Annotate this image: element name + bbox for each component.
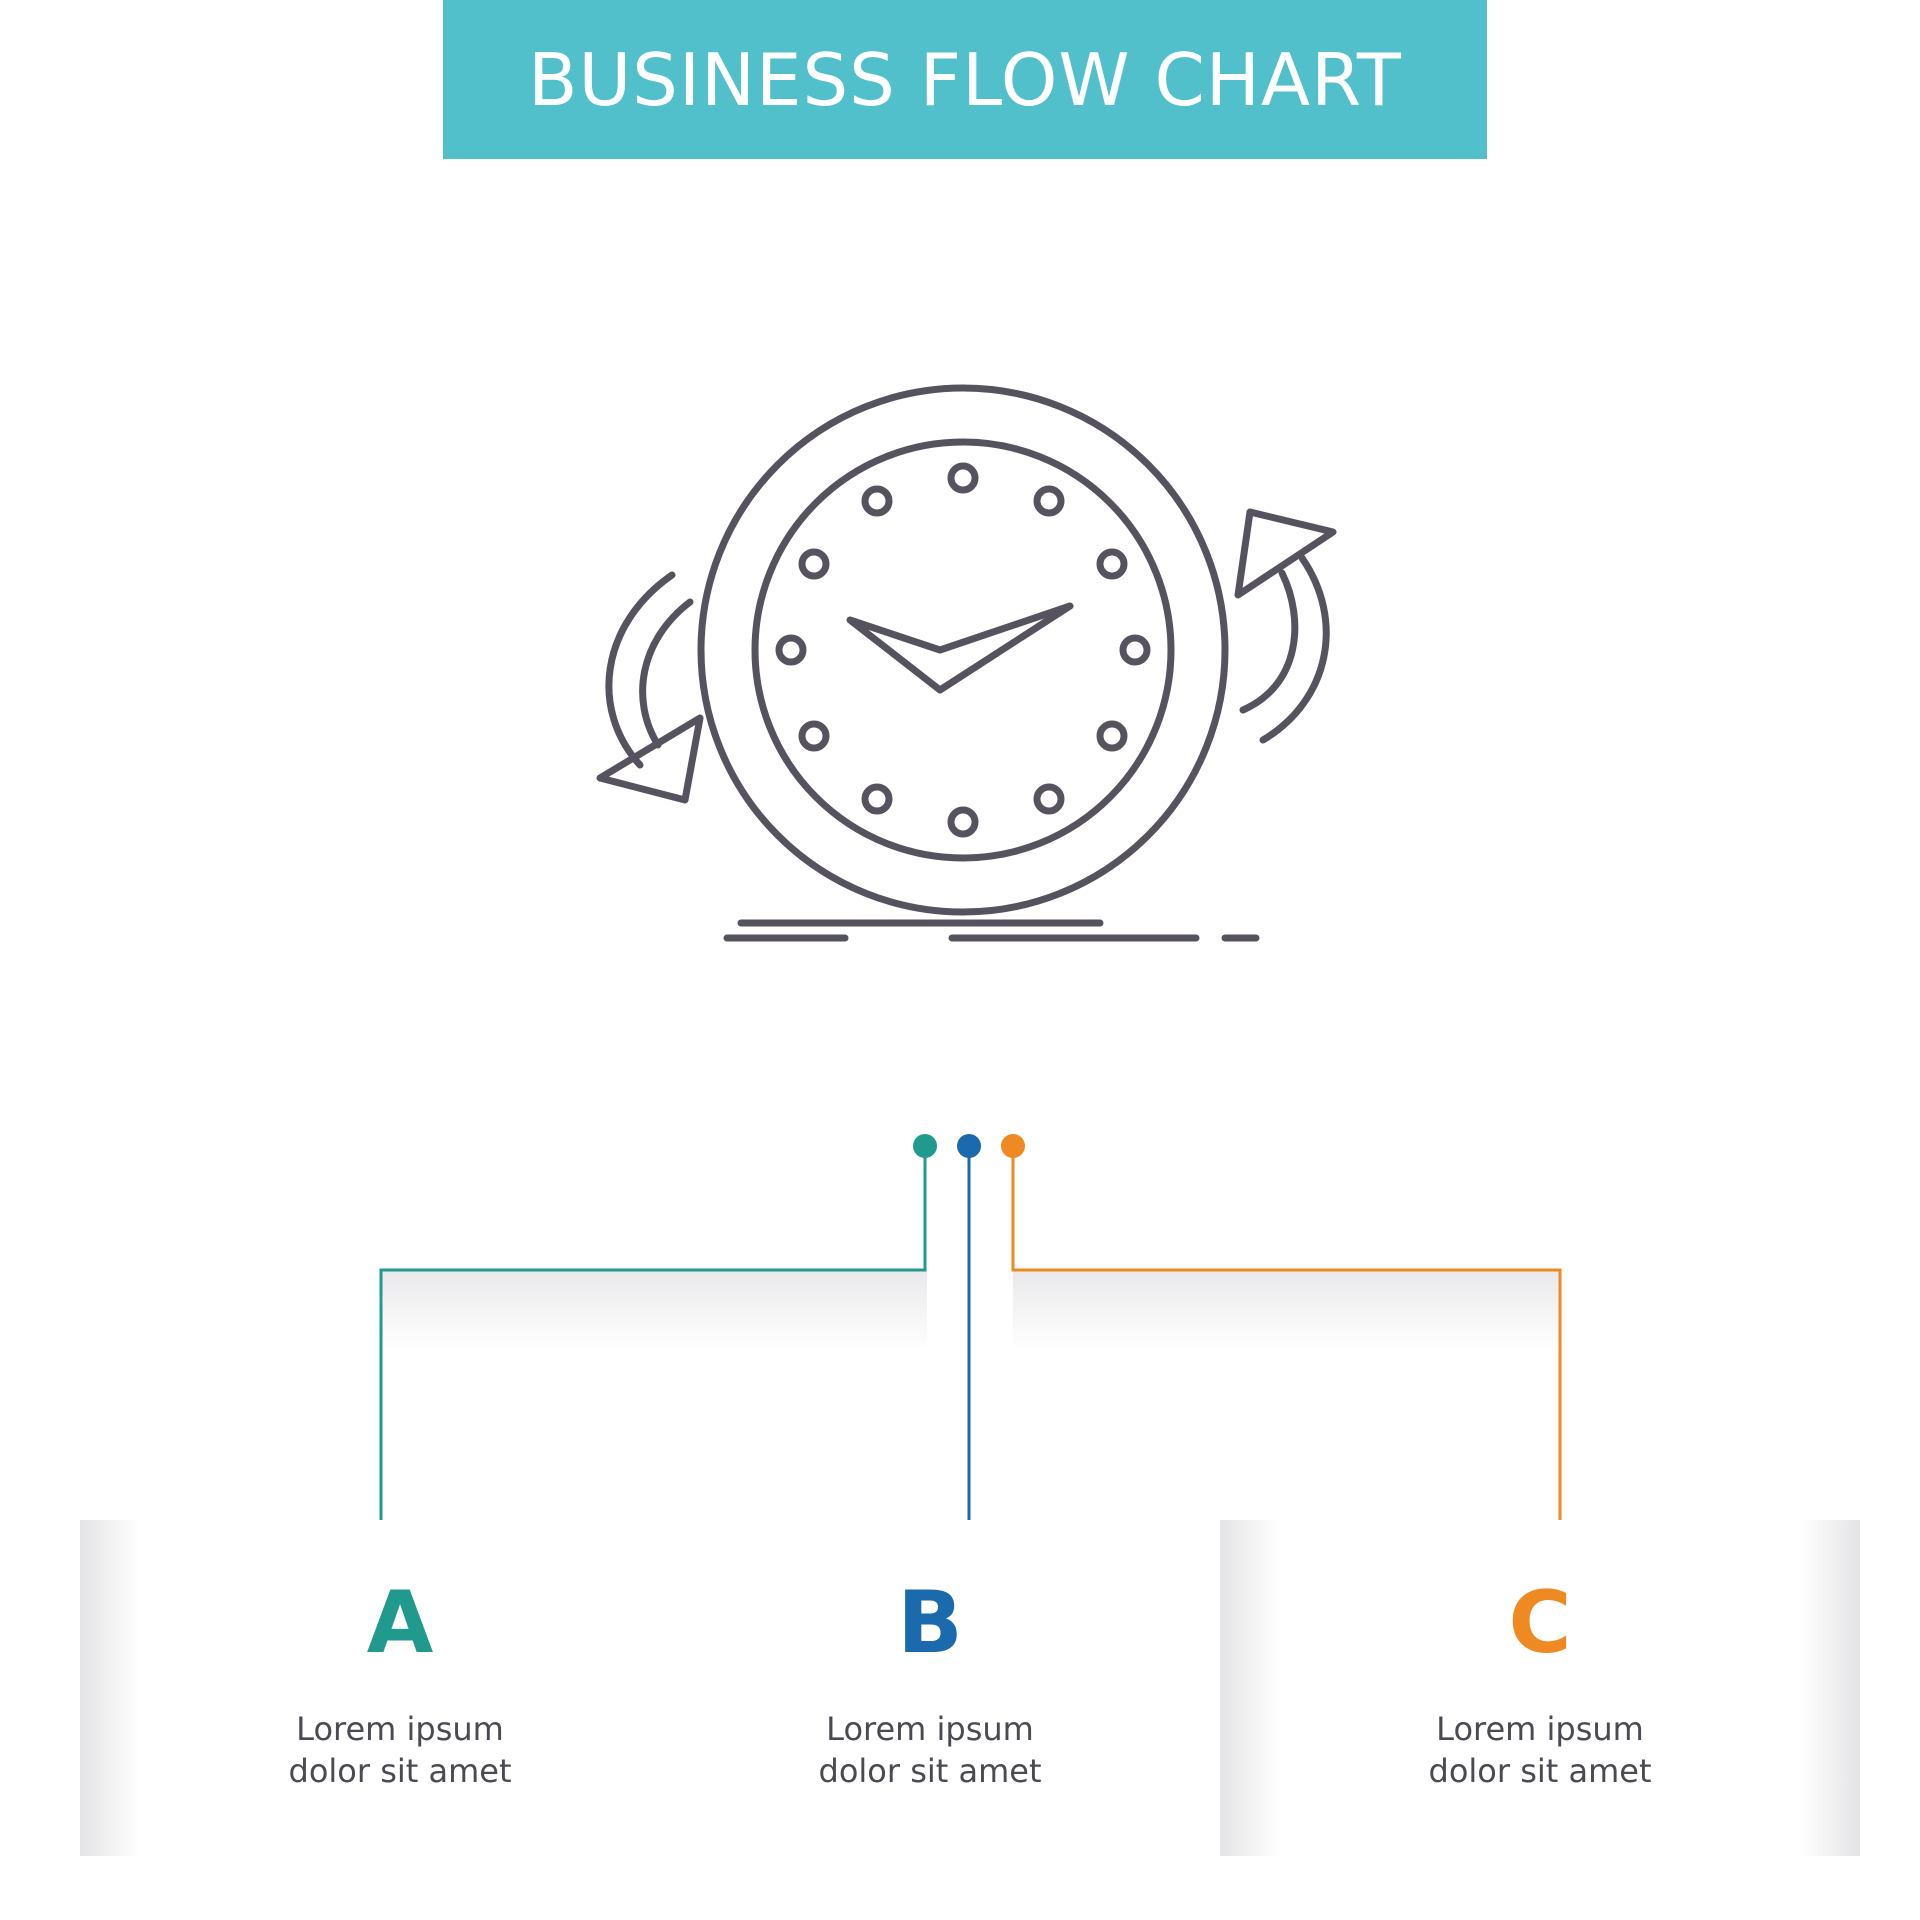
card-shade xyxy=(1220,1520,1280,1856)
left-arrow-arc-inner xyxy=(639,598,694,749)
clock-hands xyxy=(846,602,1074,694)
hour-marker xyxy=(1096,720,1128,752)
hour-marker xyxy=(775,634,807,666)
hour-marker xyxy=(1119,634,1151,666)
hour-marker xyxy=(861,485,893,517)
clock-inner-ring xyxy=(751,438,1175,862)
hour-marker xyxy=(1033,783,1065,815)
right-arrow-arc-inner xyxy=(1239,569,1299,714)
hour-marker xyxy=(798,548,830,580)
step-card-c: C Lorem ipsum dolor sit amet xyxy=(1220,1520,1860,1856)
left-arrow-head xyxy=(596,714,704,804)
hour-marker xyxy=(947,462,979,494)
connector-band-right xyxy=(1013,1270,1560,1350)
step-description: Lorem ipsum dolor sit amet xyxy=(1220,1708,1860,1792)
step-card-b: B Lorem ipsum dolor sit amet xyxy=(640,1520,1220,1856)
step-text-line: Lorem ipsum xyxy=(296,1710,504,1748)
step-description: Lorem ipsum dolor sit amet xyxy=(80,1708,720,1792)
left-arrow-arc-outer xyxy=(605,571,676,769)
hour-marker xyxy=(861,783,893,815)
step-text-line: Lorem ipsum xyxy=(826,1710,1034,1748)
hour-marker xyxy=(1096,548,1128,580)
hour-markers xyxy=(775,462,1151,838)
page-title: BUSINESS FLOW CHART xyxy=(528,37,1402,122)
right-arrow-arc-outer xyxy=(1259,554,1330,744)
step-letter: C xyxy=(1508,1573,1572,1673)
card-shade xyxy=(80,1520,140,1856)
connector-a xyxy=(379,1146,927,1540)
step-letter: B xyxy=(897,1573,963,1673)
header-banner: BUSINESS FLOW CHART xyxy=(443,0,1487,159)
step-description: Lorem ipsum dolor sit amet xyxy=(640,1708,1220,1792)
connector-dot-a xyxy=(913,1134,937,1158)
hour-marker xyxy=(947,806,979,838)
step-text-line: dolor sit amet xyxy=(288,1752,512,1790)
card-shade xyxy=(1800,1520,1860,1856)
step-text-line: dolor sit amet xyxy=(818,1752,1042,1790)
connector-c xyxy=(1011,1146,1562,1540)
step-text-line: Lorem ipsum xyxy=(1436,1710,1644,1748)
connector-band-left xyxy=(381,1270,927,1350)
step-card-a: A Lorem ipsum dolor sit amet xyxy=(80,1520,720,1856)
hour-marker xyxy=(1033,485,1065,517)
connector-dot-c xyxy=(1001,1134,1025,1158)
step-letter: A xyxy=(366,1573,434,1673)
step-text-line: dolor sit amet xyxy=(1428,1752,1652,1790)
connector-dot-b xyxy=(957,1134,981,1158)
clock-outer-ring xyxy=(697,384,1229,916)
right-arrow-head xyxy=(1234,508,1337,599)
hour-marker xyxy=(798,720,830,752)
